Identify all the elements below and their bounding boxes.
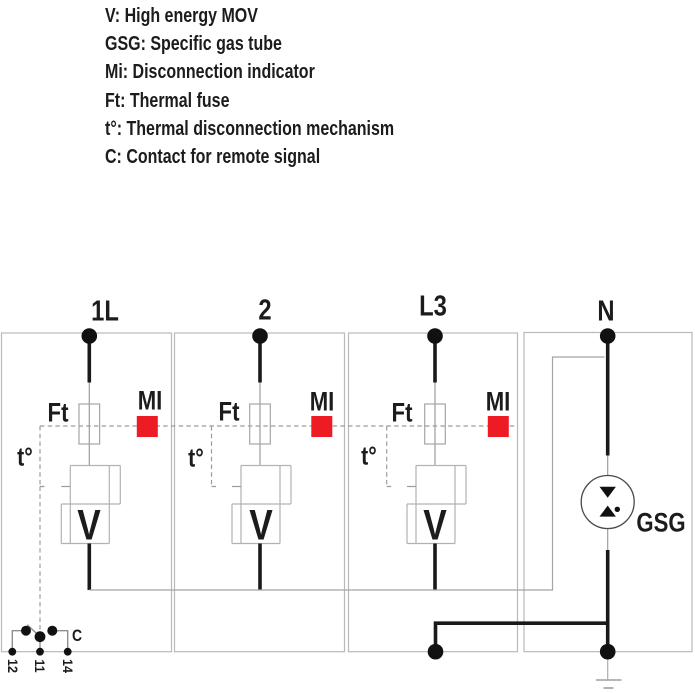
phase3-box xyxy=(347,332,519,653)
fuse-label-2: Ft xyxy=(218,396,239,427)
varistor-symbol xyxy=(231,464,292,545)
thermal-dashed-link xyxy=(386,426,394,488)
terminal-dot-2 xyxy=(252,328,268,344)
legend-item-t: t°: Thermal disconnection mechanism xyxy=(105,118,395,140)
contact-dot-14 xyxy=(47,625,58,636)
legend-item-c: C: Contact for remote signal xyxy=(105,146,321,168)
contact-terminal-label-12: 12 xyxy=(4,658,21,674)
thermal-label-3: t° xyxy=(361,440,377,471)
gsg-gas-tube-symbol xyxy=(580,474,635,530)
legend-item-gsg: GSG: Specific gas tube xyxy=(105,33,282,55)
contact-dots xyxy=(8,625,72,656)
terminal-label-2: 2 xyxy=(258,294,272,327)
terminal-label-L3: L3 xyxy=(419,290,447,323)
thermal-label-1: t° xyxy=(17,441,33,472)
contact-dot-12 xyxy=(21,625,31,636)
gsg-dot xyxy=(614,506,620,512)
fuse-symbol xyxy=(78,403,101,445)
gsg-triangle-up xyxy=(599,505,616,517)
phase2-circuit xyxy=(210,336,333,590)
varistor-label-1: V xyxy=(77,501,101,550)
fuse-label-1: Ft xyxy=(47,397,69,428)
varistor-symbol xyxy=(406,464,467,545)
terminal-dot-L3 xyxy=(427,328,443,344)
terminal-label-N: N xyxy=(597,295,615,328)
terminal-dot-N xyxy=(599,328,616,344)
earth-symbol xyxy=(596,658,622,689)
contact-wire-14 xyxy=(56,630,69,652)
contact-dot-11 xyxy=(34,631,46,643)
phase1-box xyxy=(0,332,173,653)
gsg-label: GSG xyxy=(636,507,686,538)
thermal-dashed-link xyxy=(39,426,47,633)
thermal-dashed-link xyxy=(210,426,219,488)
thermal-label-2: t° xyxy=(188,442,204,473)
terminal-dot-14 xyxy=(63,647,72,656)
legend-item-mi: Mi: Disconnection indicator xyxy=(105,61,315,83)
mi-indicator xyxy=(136,416,158,437)
fuse-symbol xyxy=(249,403,271,445)
mi-label-3: MI xyxy=(485,386,511,417)
gsg-triangle-down xyxy=(599,486,616,498)
fuse-symbol xyxy=(424,403,446,445)
mi-label-2: MI xyxy=(309,386,335,417)
mi-label-1: MI xyxy=(137,385,163,416)
terminal-dot-pe-left xyxy=(427,643,444,660)
bottom-bus xyxy=(89,356,605,591)
varistor-label-2: V xyxy=(248,501,273,550)
earth-link-thick xyxy=(433,621,608,652)
contact-terminal-label-11: 11 xyxy=(32,659,49,673)
contact-terminal-label-14: 14 xyxy=(60,658,76,674)
terminal-dots xyxy=(81,328,616,660)
terminal-dot-12 xyxy=(8,647,17,656)
fuse-label-3: Ft xyxy=(391,397,412,428)
neutral-circuit xyxy=(433,336,635,689)
terminal-dot-1L xyxy=(81,328,98,344)
legend-item-ft: Ft: Thermal fuse xyxy=(105,90,230,112)
contact-label-c: C xyxy=(71,626,83,645)
varistor-symbol xyxy=(60,464,121,545)
phase1-circuit xyxy=(39,336,158,633)
terminal-label-1L: 1L xyxy=(91,295,119,328)
terminal-dot-pe-right xyxy=(599,643,616,660)
mi-indicator xyxy=(311,416,333,437)
phase3-circuit xyxy=(386,336,509,590)
legend-item-v: V: High energy MOV xyxy=(105,5,258,27)
mi-indicator xyxy=(487,416,509,437)
terminal-dot-11 xyxy=(36,647,44,656)
contact-wire-12 xyxy=(11,630,23,652)
varistor-label-3: V xyxy=(423,501,447,550)
